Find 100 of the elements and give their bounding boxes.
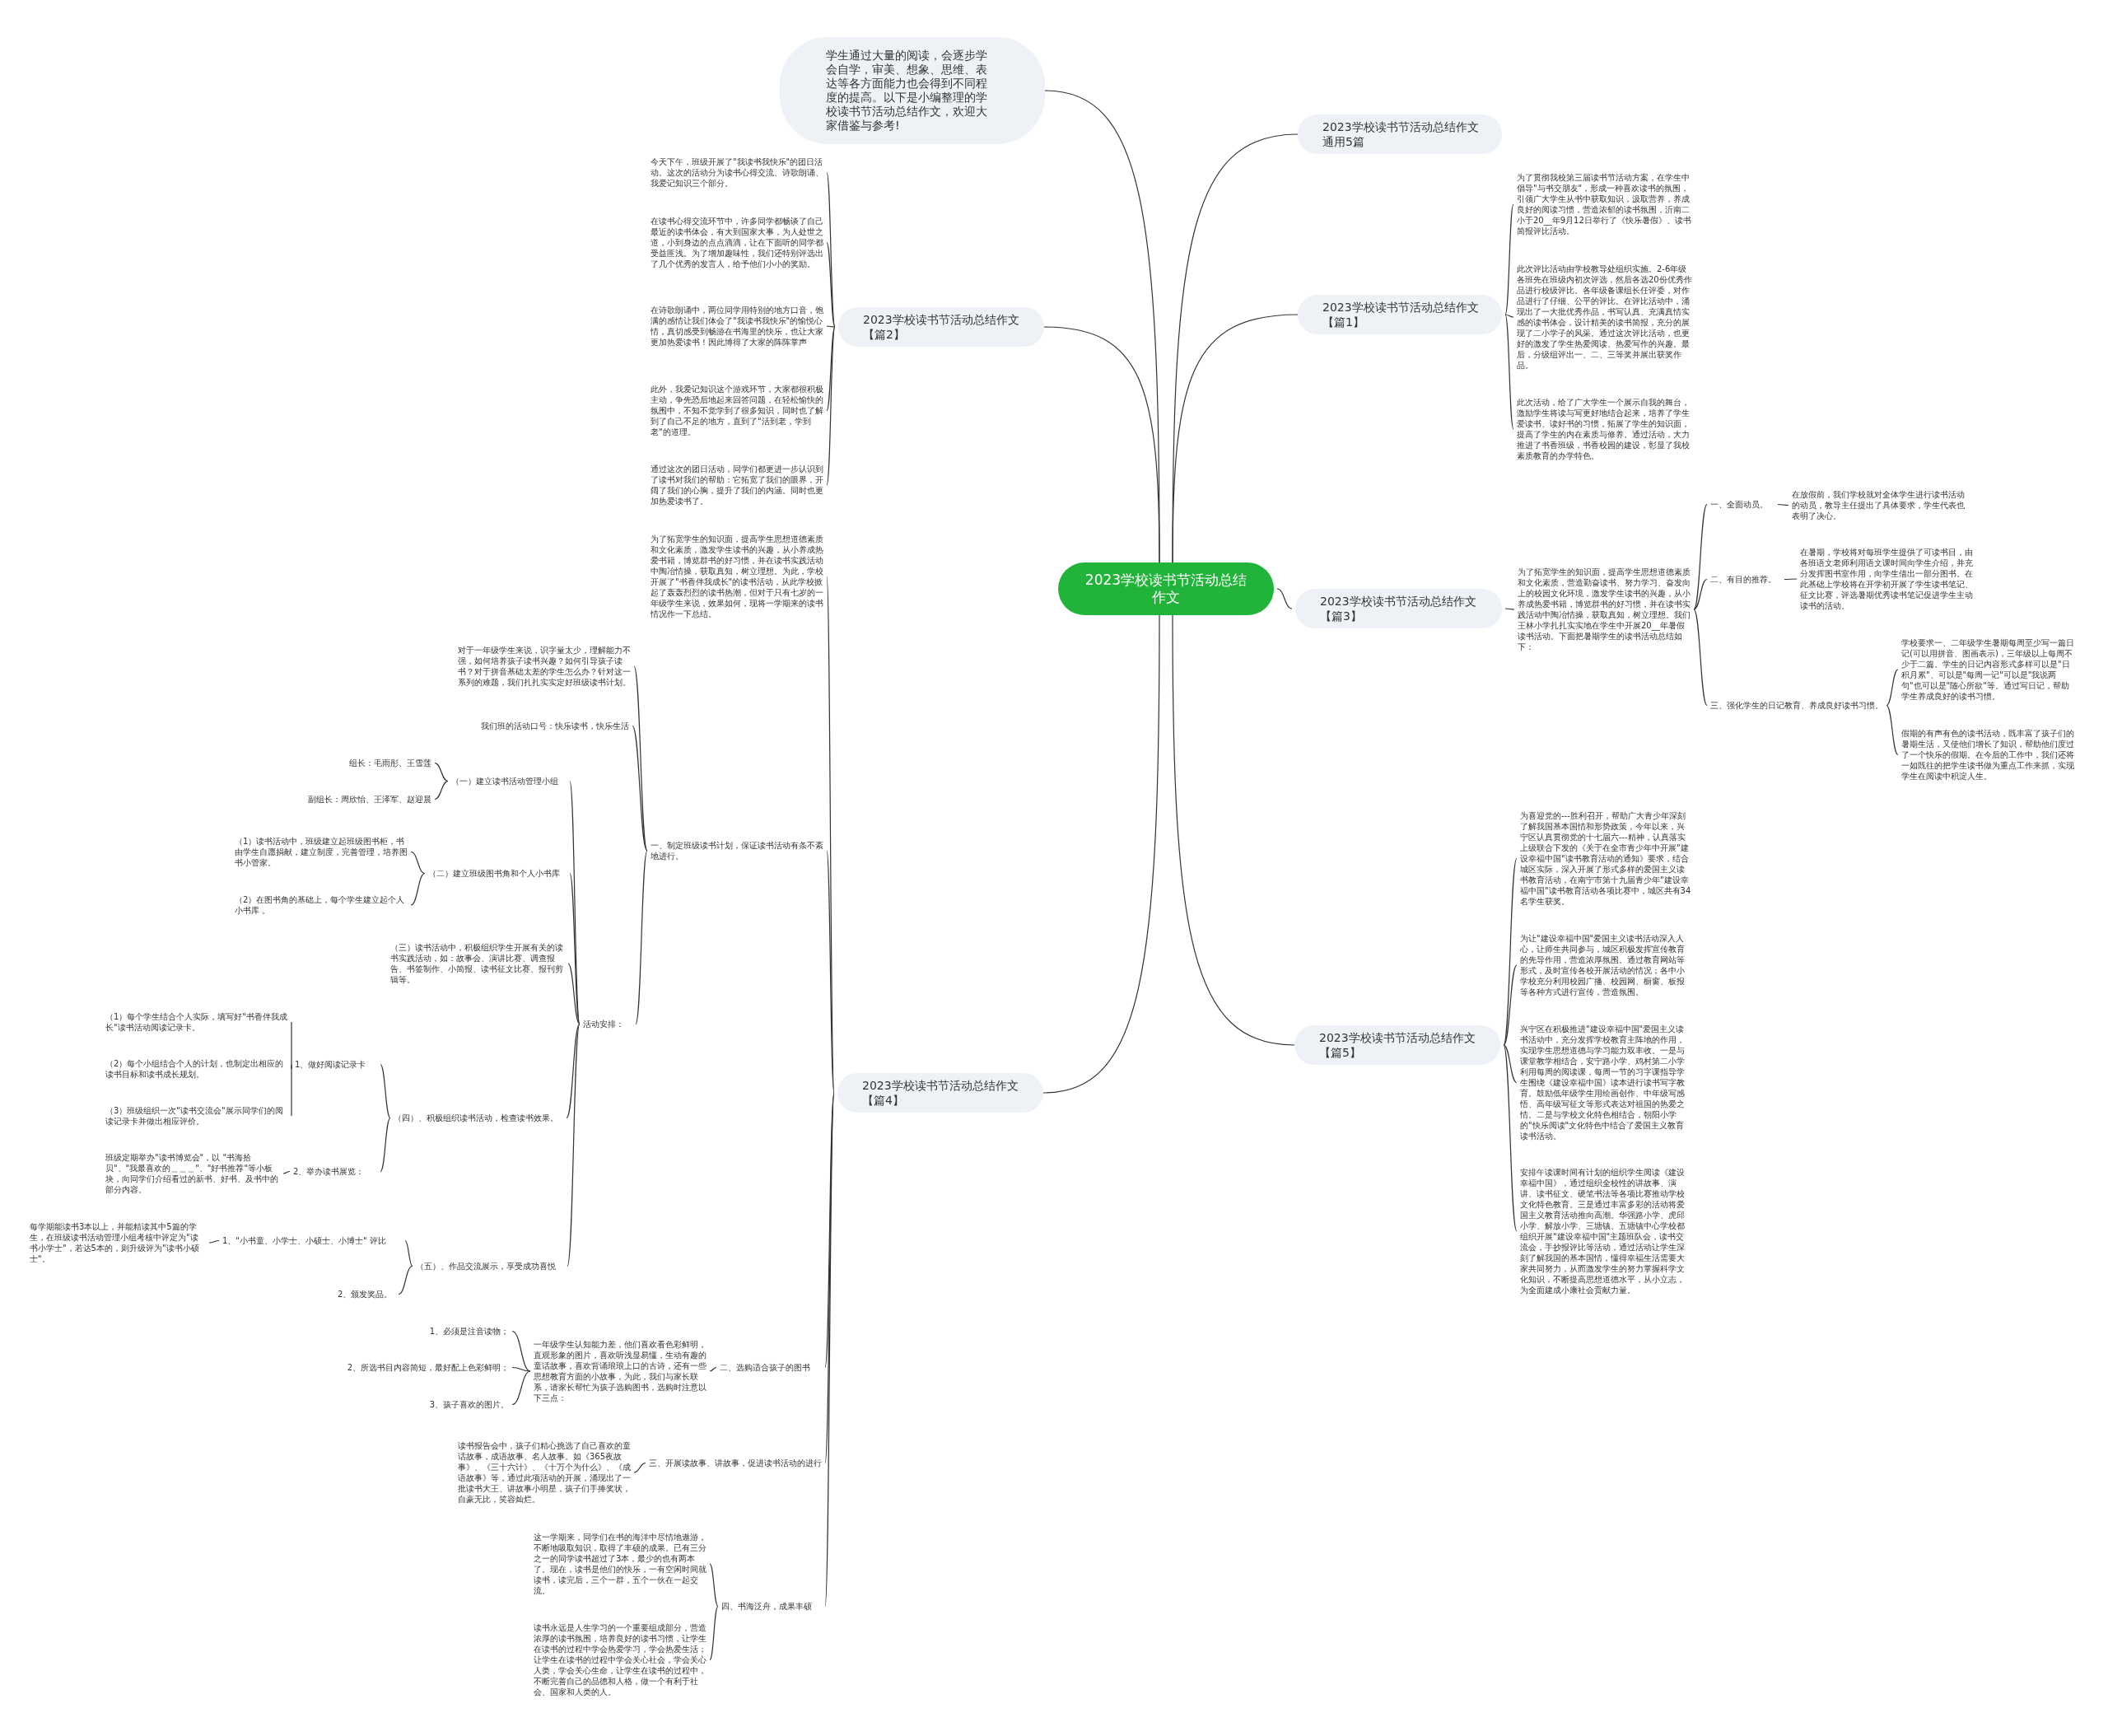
topic-text: 在读书心得交流环节中，许多同学都畅谈了自己最近的读书体会，有大到国家大事，为人处世之道，小到身边的点点滴滴，让在下面听的同学都受益匪浅。为了增加趣味性，我们还特别评选出了几个优秀的发言人，给予他们小小的奖励。	[651, 216, 823, 269]
connector-line	[511, 1330, 531, 1372]
topic-text: 通过这次的团日活动，同学们都更进一步认识到了读书对我们的帮助：它拓宽了我们的眼界，开阔了我们的心胸，提升了我们的内涵。同时也更加热爱读书了。	[651, 464, 823, 506]
connector-line	[1504, 314, 1514, 318]
topic-text: 对于一年级学生来说，识字量太少，理解能力不强，如何培养孩子读书兴趣？如何引导孩子读书？对于拼音基础太差的学生怎么办？针对这一系列的难题，我们扎扎实实定好班级读书计划。	[458, 645, 631, 688]
connector-line	[511, 1366, 531, 1372]
connector-line	[1693, 578, 1708, 610]
connector-line	[1777, 503, 1789, 506]
topic-text: 1、"小书童、小学士、小硕士、小博士" 评比	[222, 1235, 402, 1246]
topic-text: （1）读书活动中，班级建立起班级图书柜，书由学生自愿捐献，建立制度，完善管理，培养图书小管家。	[235, 836, 408, 868]
connector-line	[434, 762, 449, 782]
connector-line	[1504, 608, 1515, 610]
topic-text: 为喜迎党的---胜利召开，帮助广大青少年深刻了解我国基本国情和形势政策，今年以来，兴宁区认真贯彻党的十七届六---精神，认真落实上级联合下发的《关于在全市青少年中开展"建设幸福中国"读书教育活动的通知》要求，结合城区实际，深入开展了形式多样的爱国主义读书教育活动，在南宁市第十九届青少年"建设幸福中国"读书教育活动各项比赛中，城区共有34名学生获奖。	[1520, 810, 1691, 907]
connector-line	[569, 780, 581, 1025]
topic-text: 读书报告会中，孩子们精心挑选了自己喜欢的童话故事，成语故事、名人故事。如《365夜故事》、《三十六计》、《十万个为什么》、《成语故事》等，通过此项活动的开展，涌现出了一批读书大王、讲故事小明星，孩子们手捧奖状，自豪无比，笑容灿烂。	[458, 1440, 631, 1505]
topic-text: 为让"建设幸福中国"爱国主义读书活动深入人心，让师生共同参与，城区积极发挥宣传教育的先导作用，营造浓厚氛围。通过教育网站等形式，及时宣传各校开展活动的情况；各中小学校充分利用校园广播、校园网、橱窗、板报等各种方式进行宣传，营造氛围。	[1520, 933, 1691, 997]
connector-line	[709, 1563, 719, 1608]
connector-line	[1042, 614, 1160, 1094]
connector-line	[824, 1092, 835, 1608]
topic-text: 我们班的活动口号：快乐读书，快乐生活	[461, 721, 629, 731]
topic-text: 2、颁发奖品。	[338, 1289, 395, 1300]
topic-text: 1、必须是注音读物；	[412, 1326, 509, 1337]
topic-text: 此次评比活动由学校教导处组织实施。2-6年级各班先在班级内初次评选，然后各选20份优秀作品进行校级评比。各年级备课组长任评委，对作品进行了仔细、公平的评比。在评比活动中，涌现出了一大批优秀作品，书写认真、充满真情实感的读书体会，设计精美的读书简报，充分的展现了二小学子的风采。通过这次评比活动，也更好的激发了学生热爱阅读、热爱写作的兴趣。最后，分级组评出一、二、三等奖并展出获奖作品。	[1517, 264, 1693, 371]
connector-line	[826, 325, 836, 328]
topic-text: 四、书海泛舟，成果丰硕	[721, 1601, 822, 1612]
connector-line	[1172, 614, 1295, 1046]
topic-text: 此次活动，给了广大学生一个展示自我的舞台，激励学生将读与写更好地结合起来，培养了学生爱读书、读好书的习惯，拓展了学生的知识面，提高了学生的内在素质与修养。通过活动，大力推进了书香班级，书香校园的建设，彰显了我校素质教育的办学特色。	[1517, 397, 1693, 461]
connector-line	[826, 171, 836, 328]
topic-text: 组长：毛雨彤、王雪莲	[329, 758, 431, 768]
topic-text: 每学期能读书3本以上，并能精读其中5篇的学生，在班级读书活动管理小组考核中评定为"读书小学士"，若达5本的，则升级评为"读书小硕士"。	[30, 1221, 206, 1264]
topic-text: （1）每个学生结合个人实际，填写好"书香伴我成长"读书活动阅读记录卡。	[105, 1011, 288, 1033]
topic-text: 一、制定班级读书计划，保证读书活动有条不紊地进行。	[651, 840, 823, 861]
topic-text: 在诗歌朗诵中，两位同学用特别的地方口音，饱满的感情让我们体会了"我读书我快乐"的愉悦心情，真切感受到畅游在书海里的快乐，也让大家更加热爱读书！因此博得了大家的阵阵掌声	[651, 305, 823, 348]
connector-line	[291, 1063, 292, 1117]
topic-text: 学校要求一、二年级学生暑期每周至少写一篇日记(可以用拼音、图画表示)，三年级以上每周不少于二篇。学生的日记内容形式多样可以是"日积月累"、可以是"每周一记"可以是"我说两句"也可以是"随心所欲"等。通过写日记，帮助学生养成良好的读书习惯。	[1901, 637, 2074, 702]
topic-text: 活动安排：	[583, 1019, 632, 1029]
connector-line	[633, 1462, 646, 1473]
topic-text: （二）建立班级图书角和个人小书库	[428, 868, 567, 879]
intro-bubble: 学生通过大量的阅读，会逐步学会自学，审美、想象、思维、表达等各方面能力也会得到不同程度的提高。以下是小编整理的学校读书节活动总结作文，欢迎大家借鉴与参考!	[780, 37, 1045, 144]
connector-line	[1504, 203, 1514, 315]
topic-text: （四）、积极组织读书活动，检查读书效果。	[394, 1113, 563, 1123]
topic-text: 1、做好阅读记录卡	[295, 1059, 377, 1070]
connector-line	[380, 1117, 391, 1173]
topic-text: 二、有目的推荐。	[1710, 574, 1781, 585]
connector-line	[1043, 326, 1160, 563]
connector-line	[1503, 1044, 1518, 1232]
connector-line	[1503, 964, 1518, 1046]
connector-line	[1504, 314, 1514, 430]
topic-text: 一、全面动员。	[1710, 499, 1775, 510]
connector-line	[826, 326, 836, 412]
topic-text: 副组长：周欣怡、王泽军、赵迎晨	[288, 794, 431, 805]
connector-line	[410, 851, 426, 875]
branch-topic: 2023学校读书节活动总结作文【篇4】	[837, 1073, 1043, 1113]
connector-line	[709, 1366, 717, 1372]
branch-topic: 2023学校读书节活动总结作文【篇5】	[1294, 1025, 1500, 1065]
connector-line	[410, 872, 426, 906]
connector-line	[826, 326, 836, 486]
topic-text: 二、选购适合孩子的图书	[720, 1362, 822, 1373]
connector-line	[567, 963, 581, 1025]
topic-text: （三）读书活动中，积极组织学生开展有关的读书实践活动，如：故事会、演讲比赛、调查报告、书签制作、小简报、读书征文比赛、报刊剪辑等。	[390, 942, 565, 985]
connector-line	[567, 1023, 581, 1267]
connector-line	[1276, 588, 1293, 609]
connector-line	[1172, 314, 1299, 563]
connector-line	[826, 241, 836, 328]
topic-text: 在暑期，学校将对每班学生提供了可读书目，由各班语文老师利用语文课时间向学生介绍，并充分发挥图书室作用，向学生借出一部分图书。在此基础上学校将在开学初开展了学生读书笔记、征文比赛，评选暑期优秀读书笔记促进学生主动读书的活动。	[1800, 547, 1975, 611]
topic-text: 为了拓宽学生的知识面，提高学生思想道德素质和文化素质，激发学生读书的兴趣，从小养成热爱书籍，博览群书的好习惯，并在读书实践活动中陶冶情操，获取真知，树立理想。为此，学校开展了"书香伴我成长"的读书活动，从此学校掀起了轰轰烈烈的读书热潮，但对于只有七岁的一年级学生来说，效果如何，现将一学期来的读书情况作一下总结。	[651, 534, 823, 619]
topic-text: 班级定期举办"读书博览会"，以 "书海拾贝"、"我最喜欢的＿＿＿"、"好书推荐"等小板块，向同学们介绍看过的新书、好书、及书中的部分内容。	[105, 1152, 280, 1195]
topic-text: 为了贯彻我校第三届读书节活动方案，在学生中倡导"与书交朋友"，形成一种喜欢读书的氛围，引领广大学生从书中获取知识，汲取营养，养成良好的阅读习惯，营造浓郁的读书氛围，沂南二小于20__年9月12日举行了《快乐暑假》、读书简报评比活动。	[1517, 172, 1693, 236]
topic-text: （一）建立读书活动管理小组	[451, 776, 567, 786]
topic-text: 2、举办读书展览：	[293, 1166, 377, 1177]
connector-line	[398, 1265, 413, 1295]
connector-line	[282, 1170, 291, 1174]
topic-text: 3、孩子喜欢的图片。	[412, 1399, 509, 1410]
connector-line	[404, 1239, 413, 1267]
branch-topic: 2023学校读书节活动总结作文通用5篇	[1298, 114, 1502, 154]
topic-text: 这一学期来，同学们在书的海洋中尽情地遨游，不断地吸取知识，取得了丰硕的成果。已有三分之一的同学读书超过了3本，最少的也有两本了。现在，读书是他们的快乐，一有空闲时间就读书，读完后，三个一群，五个一伙在一起交流。	[534, 1532, 707, 1596]
branch-topic: 2023学校读书节活动总结作文【篇3】	[1295, 589, 1502, 628]
connector-line	[208, 1239, 220, 1244]
connector-line	[1503, 1044, 1518, 1084]
topic-text: 2、所选书目内容简短，最好配上色彩鲜明；	[329, 1362, 509, 1373]
topic-text: 安排午读课时间有计划的组织学生阅读《建设幸福中国》，通过组织全校性的讲故事、演讲、读书征文、硬笔书法等各项比赛推动学校文化特色教育。三是通过丰富多彩的活动将爱国主义教育活动推向高潮。华强路小学、虎邱小学、解放小学、三塘镇、五塘镇中心学校都组织开展"建设幸福中国"主题班队会，读书交流会，手抄报评比等活动，通过活动让学生深刻了解我国的基本国情，懂得幸福生活需要大家共同努力，从而激发学生的努力掌握科学文化知识，不断提高思想道德水平，从小立志，为全面建成小康社会贡献力量。	[1520, 1167, 1691, 1295]
connector-line	[434, 780, 449, 800]
connector-line	[566, 1023, 581, 1119]
connector-line	[1693, 609, 1708, 707]
connector-line	[1784, 578, 1798, 581]
branch-topic: 2023学校读书节活动总结作文【篇1】	[1298, 295, 1502, 334]
connector-line	[632, 725, 648, 852]
topic-text: 三、强化学生的日记教育、养成良好读书习惯。	[1710, 700, 1883, 711]
topic-text: 一年级学生认知能力差，他们喜欢看色彩鲜明，直观形象的图片，喜欢听浅显易懂，生动有趣的童话故事，喜欢背诵琅琅上口的古诗，还有一些思想教育方面的小故事，为此，我们与家长联系，请家长帮忙为孩子选购图书，选购时注意以下三点：	[534, 1339, 707, 1403]
topic-text: （2）每个小组结合个人的计划，也制定出相应的读书目标和读书成长规划。	[105, 1058, 288, 1080]
connector-line	[380, 1063, 391, 1119]
topic-text: 假期的有声有色的读书活动，既丰富了孩子们的暑期生活，又使他们增长了知识，帮助他们度过了一个快乐的假期。在今后的工作中，我们还将一如既往的把学生读书做为重点工作来抓，实现学生在阅读中积淀人生。	[1901, 728, 2074, 782]
topic-text: （五）、作品交流展示，享受成功喜悦	[416, 1261, 564, 1272]
topic-text: 读书永远是人生学习的一个重要组成部分，营造浓厚的读书氛围，培养良好的读书习惯，让学生在读书的过程中学会热爱学习，学会热爱生活；让学生在读书的过程中学会关心社会，学会关心人类，学会关心生命，让学生在读书的过程中，不断完善自己的品德和人格，做一个有利于社会、国家和人类的人。	[534, 1622, 707, 1697]
connector-line	[1886, 669, 1899, 707]
connector-line	[1693, 503, 1708, 610]
connector-line	[709, 1605, 719, 1661]
topic-text: 三、开展读故事、讲故事，促进读书活动的进行	[649, 1458, 822, 1468]
topic-text: 在放假前，我们学校就对全体学生进行读书活动的动员，教导主任提出了具体要求，学生代表也表明了决心。	[1792, 489, 1966, 521]
topic-text: 兴宁区在积极推进"建设幸福中国"爱国主义读书活动中，充分发挥学校教育主阵地的作用，实现学生思想道德与学习能力双丰收。一是与课堂教学相结合，安宁路小学、鸡村第二小学利用每周的阅读课，每周一节的习字课指导学生围绕《建设幸福中国》读本进行读书写字教育。鼓励低年级学生用绘画创作、中年级写感悟、高年级写征文等形式表达对祖国的热爱之情。二是与学校文化特色相结合，朝阳小学的"快乐阅读"文化特色中结合了爱国主义教育读书活动。	[1520, 1024, 1691, 1141]
